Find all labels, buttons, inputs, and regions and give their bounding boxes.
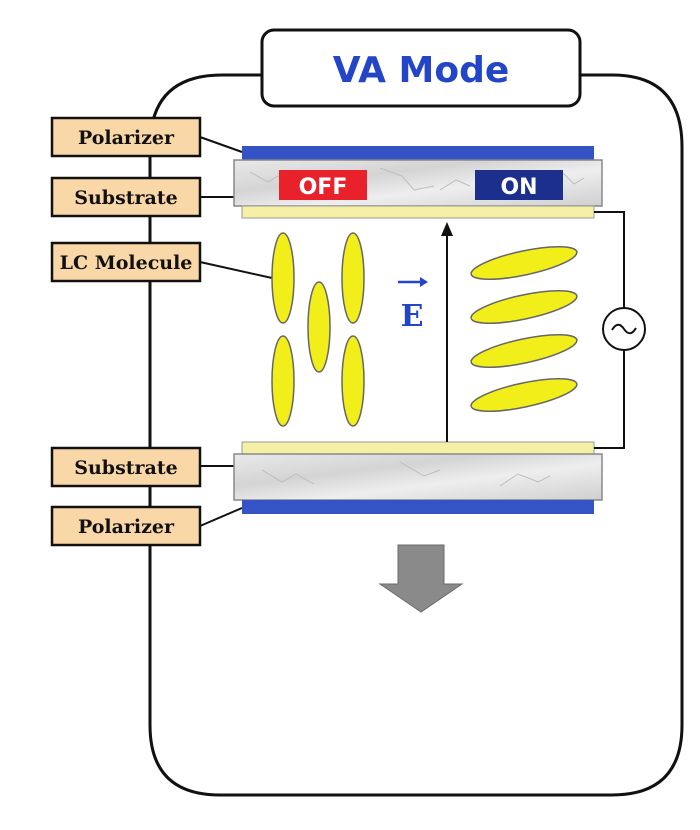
off-label: OFF — [299, 175, 348, 200]
on-label: ON — [500, 175, 537, 200]
off-badge: OFF — [279, 170, 367, 200]
label-polarizer-bottom-text: Polarizer — [78, 516, 175, 538]
label-lc-molecule-text: LC Molecule — [60, 252, 193, 274]
label-substrate-top-text: Substrate — [74, 187, 177, 209]
label-polarizer-bottom: Polarizer — [50, 505, 202, 547]
lc-molecule — [470, 246, 578, 280]
lc-molecule — [341, 232, 365, 324]
substrate-bottom-texture — [261, 461, 551, 487]
lc-molecule — [470, 290, 578, 324]
label-lc-molecule: LC Molecule — [50, 241, 202, 283]
lc-molecule — [271, 335, 295, 427]
lc-molecule — [341, 335, 365, 427]
outer-frame — [148, 73, 684, 797]
lc-molecule — [271, 232, 295, 324]
alignment-layer-bottom — [241, 441, 595, 455]
lc-molecules-off — [271, 232, 365, 427]
field-symbol: E — [401, 299, 424, 334]
lc-molecules-on — [470, 246, 578, 412]
label-polarizer-top: Polarizer — [50, 116, 202, 158]
label-substrate-bottom-text: Substrate — [74, 457, 177, 479]
title-box: VA Mode — [260, 28, 582, 108]
alignment-layer-top — [241, 205, 595, 219]
lc-molecule — [307, 281, 331, 373]
substrate-bottom — [233, 453, 603, 501]
polarizer-bottom — [242, 500, 594, 514]
label-polarizer-top-text: Polarizer — [78, 127, 175, 149]
down-arrow-icon — [378, 544, 464, 613]
page-title: VA Mode — [333, 50, 510, 91]
lc-molecule — [470, 334, 578, 368]
substrate-top-texture — [249, 167, 585, 191]
label-substrate-top: Substrate — [50, 176, 202, 218]
polarizer-top — [242, 146, 594, 160]
field-direction-arrow — [441, 222, 453, 442]
leader-lines — [199, 136, 273, 527]
field-vector-arrow-icon — [398, 277, 428, 287]
on-badge: ON — [475, 170, 563, 200]
label-substrate-bottom: Substrate — [50, 446, 202, 488]
ac-circuit — [594, 211, 625, 449]
ac-source-icon — [602, 307, 646, 351]
lc-molecule — [470, 378, 578, 412]
